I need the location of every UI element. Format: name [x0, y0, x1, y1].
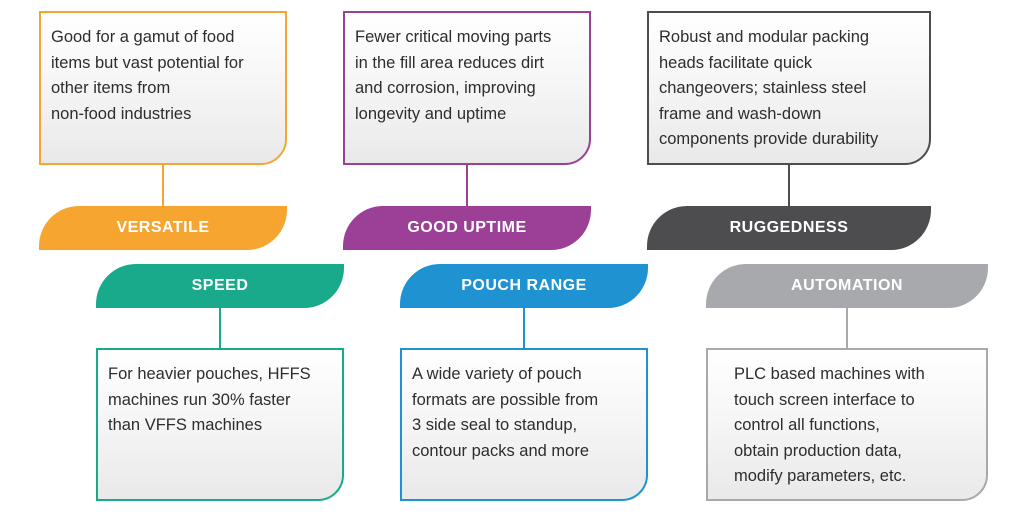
good-uptime-description-line: longevity and uptime — [355, 104, 507, 123]
ruggedness-description-line: components provide durability — [659, 130, 879, 148]
ruggedness-connector — [788, 165, 790, 206]
automation-description-line: modify parameters, etc. — [734, 467, 907, 485]
pouch-range-description-line: A wide variety of pouch — [412, 365, 582, 383]
automation-description-line: PLC based machines with — [734, 365, 925, 383]
speed-description-line: than VFFS machines — [108, 416, 263, 434]
ruggedness-tab: RUGGEDNESS — [647, 206, 931, 250]
ruggedness-description-line: Robust and modular packing — [659, 28, 870, 46]
speed-label: SPEED — [191, 277, 249, 294]
automation-description-box: PLC based machines with touch screen int… — [706, 348, 988, 501]
versatile-connector — [162, 165, 164, 206]
pouch-range-connector — [523, 308, 525, 348]
good-uptime-label: GOOD UPTIME — [407, 219, 527, 236]
versatile-description-line: non-food industries — [51, 104, 192, 123]
pouch-range-description-line: contour packs and more — [412, 441, 590, 460]
pouch-range-tab: POUCH RANGE — [400, 264, 648, 308]
automation-description-line: touch screen interface to — [734, 390, 915, 409]
automation-description-line: control all functions, — [734, 416, 880, 434]
speed-tab: SPEED — [96, 264, 344, 308]
pouch-range-description-line: 3 side seal to standup, — [412, 416, 578, 434]
versatile-description-line: other items from — [51, 79, 171, 97]
automation-tab: AUTOMATION — [706, 264, 988, 308]
automation-connector — [846, 308, 848, 348]
good-uptime-connector — [466, 165, 468, 206]
pouch-range-label: POUCH RANGE — [461, 277, 587, 294]
ruggedness-label: RUGGEDNESS — [729, 219, 849, 236]
automation-label: AUTOMATION — [791, 277, 903, 294]
good-uptime-tab: GOOD UPTIME — [343, 206, 591, 250]
versatile-tab: VERSATILE — [39, 206, 287, 250]
speed-description-line: For heavier pouches, HFFS — [108, 365, 311, 383]
ruggedness-description-line: heads facilitate quick — [659, 53, 813, 72]
good-uptime-description-line: in the fill area reduces dirt — [355, 53, 544, 72]
versatile-description-box: Good for a gamut of food items but vast … — [39, 11, 287, 165]
pouch-range-description-box: A wide variety of pouch formats are poss… — [400, 348, 648, 501]
speed-description-line: machines run 30% faster — [108, 390, 291, 409]
ruggedness-description-line: frame and wash-down — [659, 104, 822, 123]
speed-connector — [219, 308, 221, 348]
versatile-description-line: items but vast potential for — [51, 53, 244, 72]
ruggedness-description-box: Robust and modular packing heads facilit… — [647, 11, 931, 165]
versatile-label: VERSATILE — [116, 219, 210, 236]
speed-description-box: For heavier pouches, HFFS machines run 3… — [96, 348, 344, 501]
versatile-description-line: Good for a gamut of food — [51, 28, 235, 46]
automation-description-line: obtain production data, — [734, 441, 902, 460]
good-uptime-description-box: Fewer critical moving parts in the fill … — [343, 11, 591, 165]
ruggedness-description-line: changeovers; stainless steel — [659, 79, 867, 97]
good-uptime-description-line: and corrosion, improving — [355, 79, 536, 97]
pouch-range-description-line: formats are possible from — [412, 390, 599, 409]
good-uptime-description-line: Fewer critical moving parts — [355, 28, 552, 46]
